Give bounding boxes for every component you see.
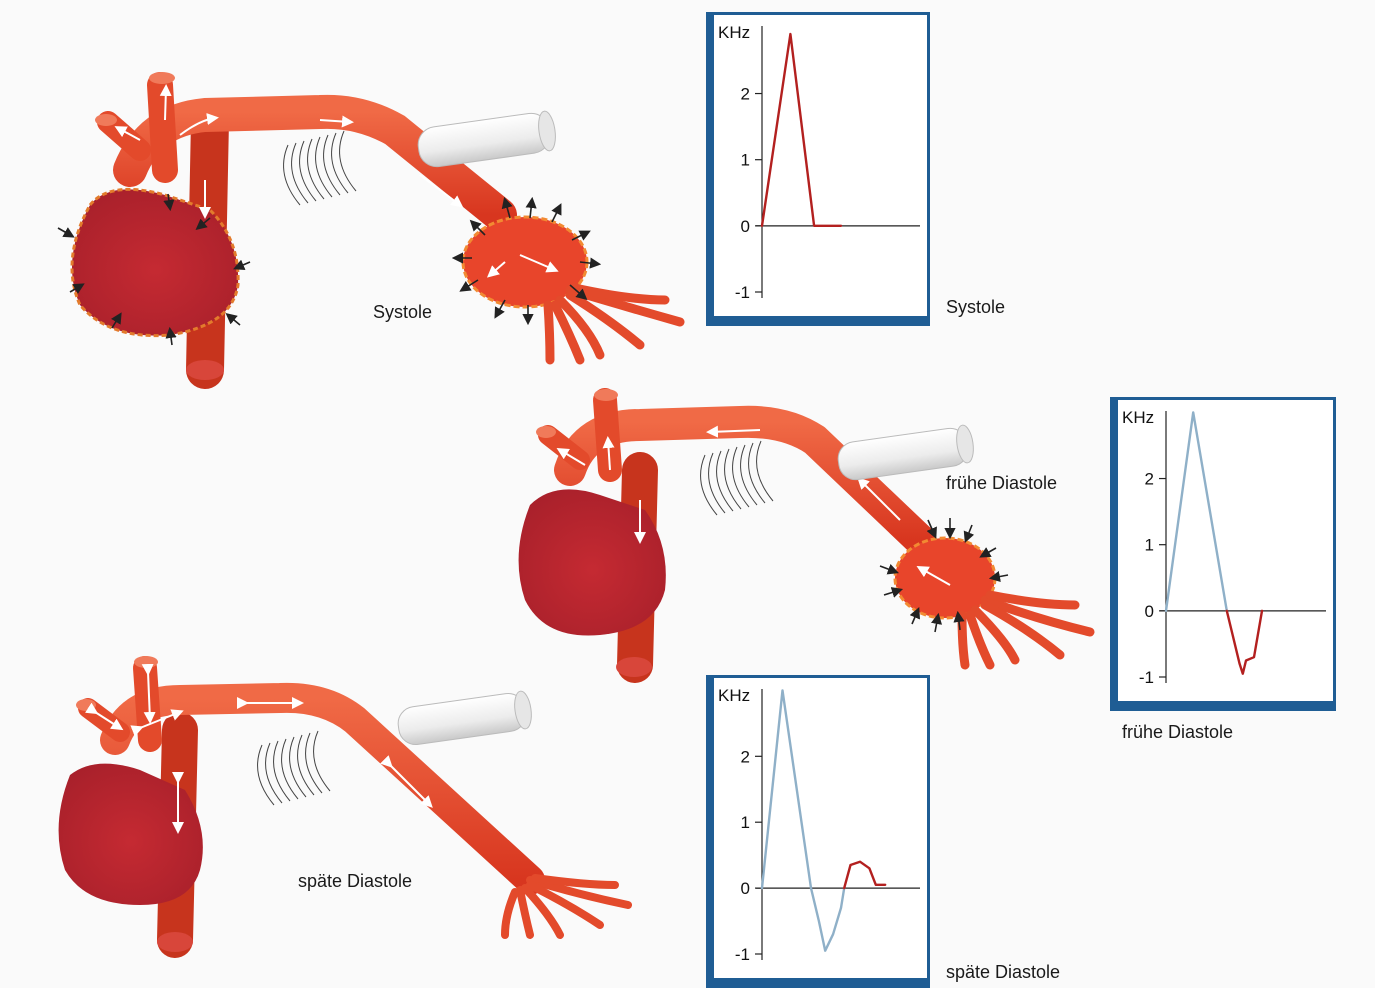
doppler-probe — [396, 690, 534, 747]
systole-doppler-chart: KHz 2 1 0 -1 — [706, 12, 930, 326]
y-tick-label: 2 — [1145, 470, 1154, 489]
ultrasound-waves — [284, 131, 356, 205]
y-tick-label: -1 — [735, 283, 750, 302]
late-diastole-illustration — [59, 656, 628, 952]
y-tick-label: 2 — [741, 747, 750, 766]
y-tick-label: 1 — [1145, 536, 1154, 555]
systole-illustration-label: Systole — [373, 302, 432, 323]
late-diastole-chart-caption: späte Diastole — [946, 962, 1060, 983]
y-axis-label: KHz — [718, 686, 750, 705]
doppler-probe — [416, 110, 558, 169]
systole-chart-caption: Systole — [946, 297, 1005, 318]
y-tick-label: -1 — [735, 945, 750, 964]
late-diastole-doppler-chart: KHz 2 1 0 -1 — [706, 675, 930, 988]
y-tick-label: 1 — [741, 813, 750, 832]
early-diastole-doppler-chart: KHz 2 1 0 -1 — [1110, 397, 1336, 711]
heart — [72, 189, 238, 335]
early-diastole-illustration — [519, 389, 1090, 677]
y-tick-label: 0 — [741, 879, 750, 898]
y-tick-label: 1 — [741, 151, 750, 170]
y-tick-label: 0 — [1145, 602, 1154, 621]
y-axis-label: KHz — [718, 23, 750, 42]
late-diastole-illustration-label: späte Diastole — [298, 871, 412, 892]
y-axis-label: KHz — [1122, 408, 1154, 427]
y-tick-label: 2 — [741, 85, 750, 104]
systole-illustration — [58, 72, 680, 380]
y-tick-label: 0 — [741, 217, 750, 236]
early-diastole-illustration-label: frühe Diastole — [946, 473, 1057, 494]
early-diastole-chart-caption: frühe Diastole — [1122, 722, 1233, 743]
y-tick-label: -1 — [1139, 668, 1154, 687]
peripheral-branches — [548, 288, 680, 360]
